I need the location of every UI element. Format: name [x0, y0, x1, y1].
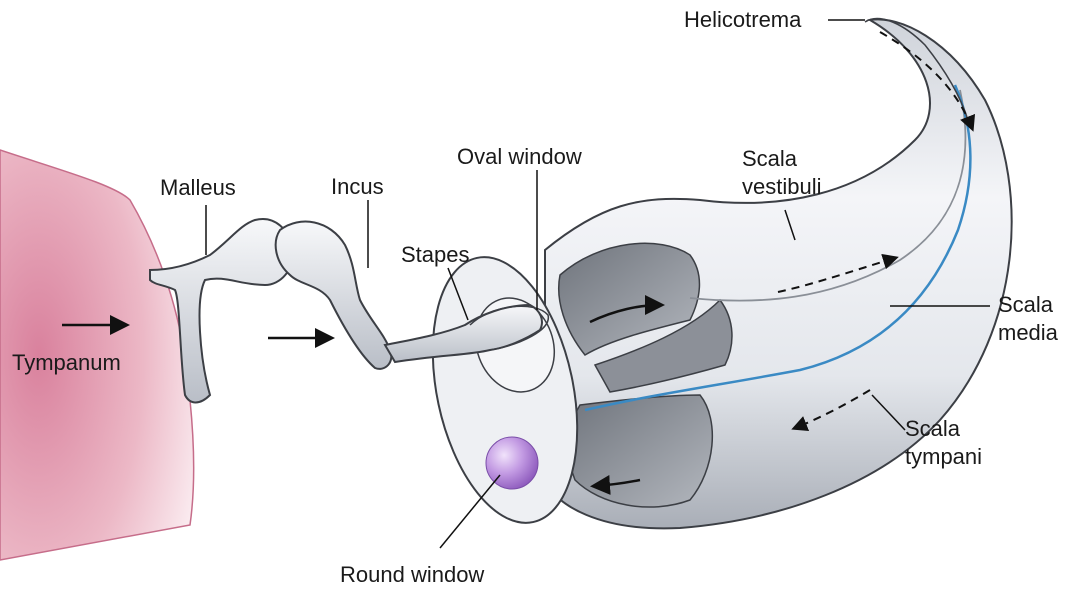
- label-scala-media-line2: media: [998, 320, 1059, 345]
- label-helicotrema: Helicotrema: [684, 7, 802, 32]
- label-scala-media-line1: Scala: [998, 292, 1054, 317]
- label-scala-vestibuli-line1: Scala: [742, 146, 798, 171]
- round-window-shape: [486, 437, 538, 489]
- label-oval-window: Oval window: [457, 144, 582, 169]
- label-scala-tympani-line1: Scala: [905, 416, 961, 441]
- scala-tympani-cavity: [568, 395, 712, 507]
- label-stapes: Stapes: [401, 242, 470, 267]
- label-malleus: Malleus: [160, 175, 236, 200]
- label-scala-tympani-line2: tympani: [905, 444, 982, 469]
- incus-bone: [276, 222, 392, 369]
- leader-round-window: [440, 475, 500, 548]
- label-incus: Incus: [331, 174, 384, 199]
- label-round-window: Round window: [340, 562, 484, 587]
- label-tympanum: Tympanum: [12, 350, 121, 375]
- label-scala-vestibuli-line2: vestibuli: [742, 174, 821, 199]
